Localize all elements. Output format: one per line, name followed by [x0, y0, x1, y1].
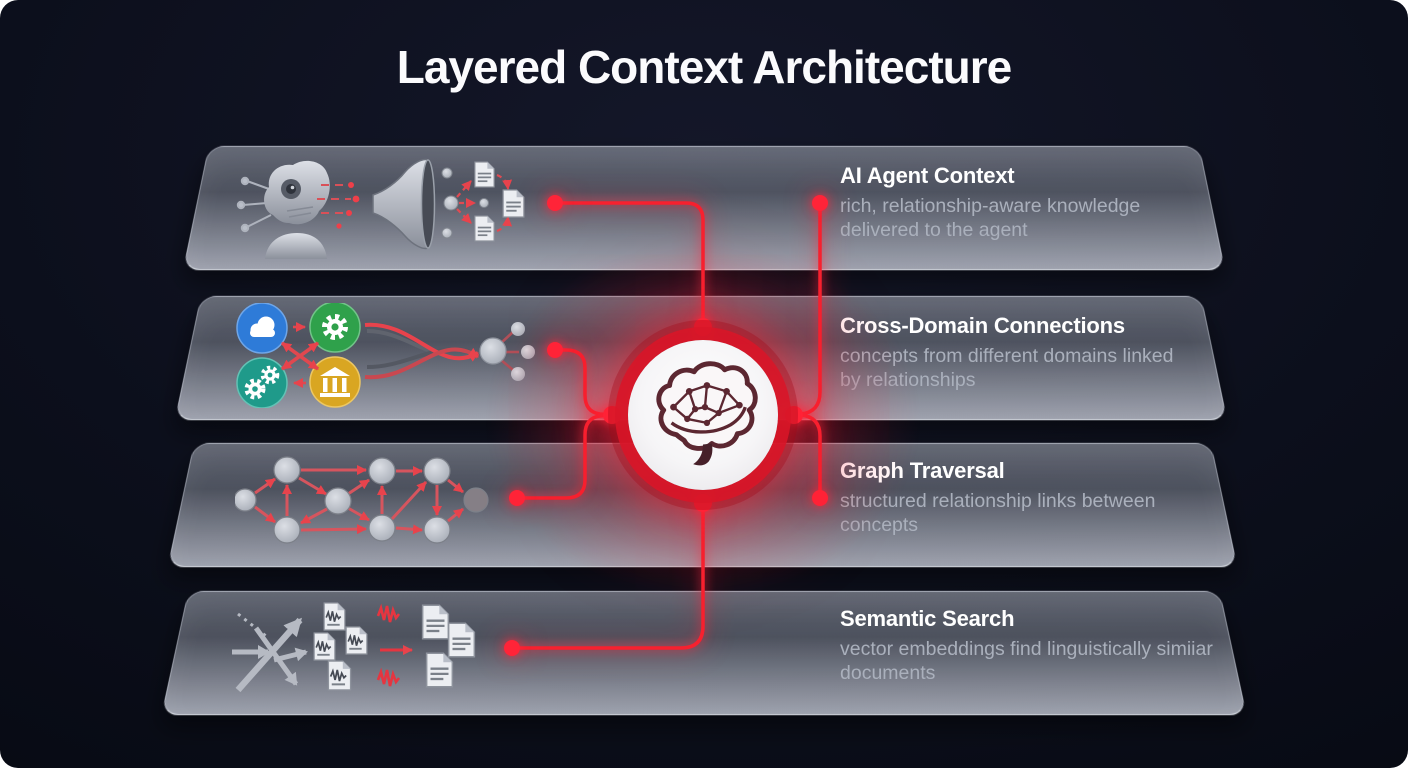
- layer-text-block: Cross-Domain Connections concepts from d…: [840, 313, 1180, 393]
- graph-nodes: [235, 456, 489, 544]
- document-stack-icon: [421, 604, 476, 688]
- gears-icon: [236, 357, 288, 408]
- graph-edges: [254, 465, 464, 535]
- layer-heading: Semantic Search: [840, 606, 1015, 631]
- layer-panel-ai-agent-context: AI Agent Context rich, relationship-awar…: [182, 143, 1226, 271]
- layer-text-block: Semantic Search vector embeddings find l…: [840, 606, 1215, 686]
- layer-description: vector embeddings find linguistically si…: [840, 638, 1213, 684]
- brain-network-nodes: [670, 382, 743, 427]
- layer-description: rich, relationship-aware knowledge deliv…: [840, 195, 1141, 241]
- layer-description: concepts from different domains linked b…: [840, 345, 1174, 391]
- layer-heading: Cross-Domain Connections: [840, 313, 1125, 338]
- robot-head-icon: [236, 160, 330, 259]
- layer-panel-semantic-search: Semantic Search vector embeddings find l…: [161, 588, 1247, 716]
- layer-panel-cross-domain: Cross-Domain Connections concepts from d…: [174, 293, 1228, 421]
- speed-streaks: [317, 182, 360, 229]
- ai-agent-icon-group: [236, 158, 525, 259]
- gear-icon: [309, 303, 361, 353]
- layer-text-block: Graph Traversal structured relationship …: [840, 458, 1170, 538]
- shuffle-arrows-icon: [232, 612, 308, 693]
- layer-text-block: AI Agent Context rich, relationship-awar…: [840, 163, 1180, 243]
- document-network-icon: [441, 161, 525, 242]
- layer-heading: Graph Traversal: [840, 458, 1005, 483]
- semantic-search-icon-group: [232, 602, 476, 693]
- funnel-icon: [372, 158, 436, 250]
- red-waveforms: [376, 603, 413, 687]
- central-hub: [628, 340, 778, 490]
- layer-description: structured relationship links between co…: [840, 490, 1156, 536]
- layer-heading: AI Agent Context: [840, 163, 1015, 188]
- cross-arrows: [280, 322, 320, 388]
- cross-domain-icon-group: [236, 303, 535, 408]
- page-title: Layered Context Architecture: [396, 41, 1012, 93]
- layer-panel-graph-traversal: Graph Traversal structured relationship …: [167, 440, 1238, 568]
- braided-links: [364, 322, 480, 380]
- cloud-icon: [236, 303, 288, 354]
- graph-network-icon: [235, 456, 489, 544]
- bank-icon: [309, 356, 361, 408]
- hub-node-icon: [479, 322, 535, 381]
- wave-documents-icon: [313, 602, 368, 691]
- brain-network-icon: [656, 361, 758, 466]
